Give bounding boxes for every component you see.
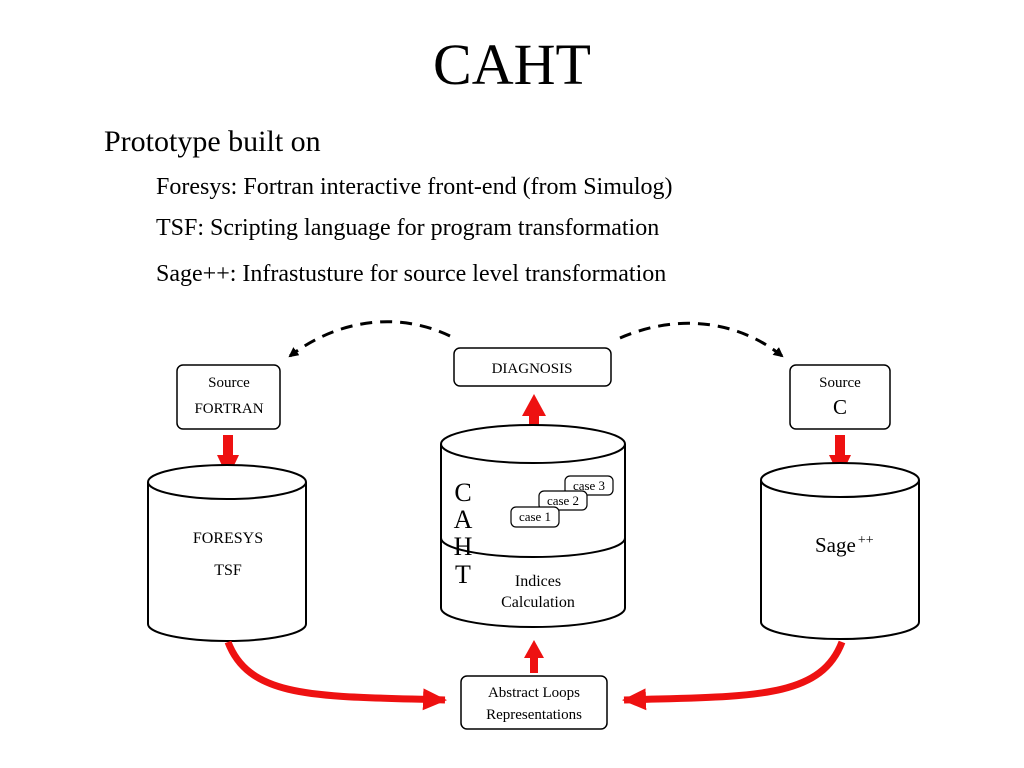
foresys-cylinder [147,464,307,642]
case-2-label: case 2 [547,493,579,508]
source-fortran-box [176,364,281,430]
foresys-label-line2: TSF [214,562,242,579]
source-c-line1: Source [819,375,861,391]
source-c-line2: C [833,395,847,419]
abstract-loops-line2: Representations [486,707,582,723]
caht-letter-c: C [454,478,471,507]
dashed-arrow-to-fortran [288,320,451,358]
arrow-sage-to-abstract [622,640,846,711]
bullet-foresys: Foresys: Fortran interactive front-end (… [156,174,673,200]
arrow-abstract-to-caht [524,640,544,673]
sage-label: Sage++ [815,533,874,557]
foresys-label-line1: FORESYS [193,530,263,547]
source-fortran-line2: FORTRAN [194,401,263,417]
diagnosis-label: DIAGNOSIS [492,361,573,377]
lead-text: Prototype built on [104,125,321,158]
source-c-box [789,364,891,430]
bullet-sage: Sage++: Infrastusture for source level t… [156,261,667,287]
diagnosis-box [453,347,612,387]
case-3-label: case 3 [573,478,605,493]
caht-inner-divider [440,537,626,558]
case-2-card [538,490,588,511]
sage-cylinder [760,462,920,640]
source-fortran-line1: Source [208,375,250,391]
dashed-arrow-to-c [619,321,784,358]
caht-letter-h: H [454,532,473,561]
abstract-loops-box [460,675,608,730]
indices-label-line2: Calculation [501,594,575,611]
caht-letter-t: T [455,560,471,589]
slide-title: CAHT [433,32,591,97]
arrow-foresys-to-abstract [224,640,447,711]
bullet-tsf: TSF: Scripting language for program tran… [156,215,660,241]
case-1-card [510,506,560,528]
abstract-loops-line1: Abstract Loops [488,685,580,701]
case-1-label: case 1 [519,509,551,524]
case-3-card [564,475,614,496]
caht-letter-a: A [454,505,473,534]
indices-label-line1: Indices [515,573,561,590]
